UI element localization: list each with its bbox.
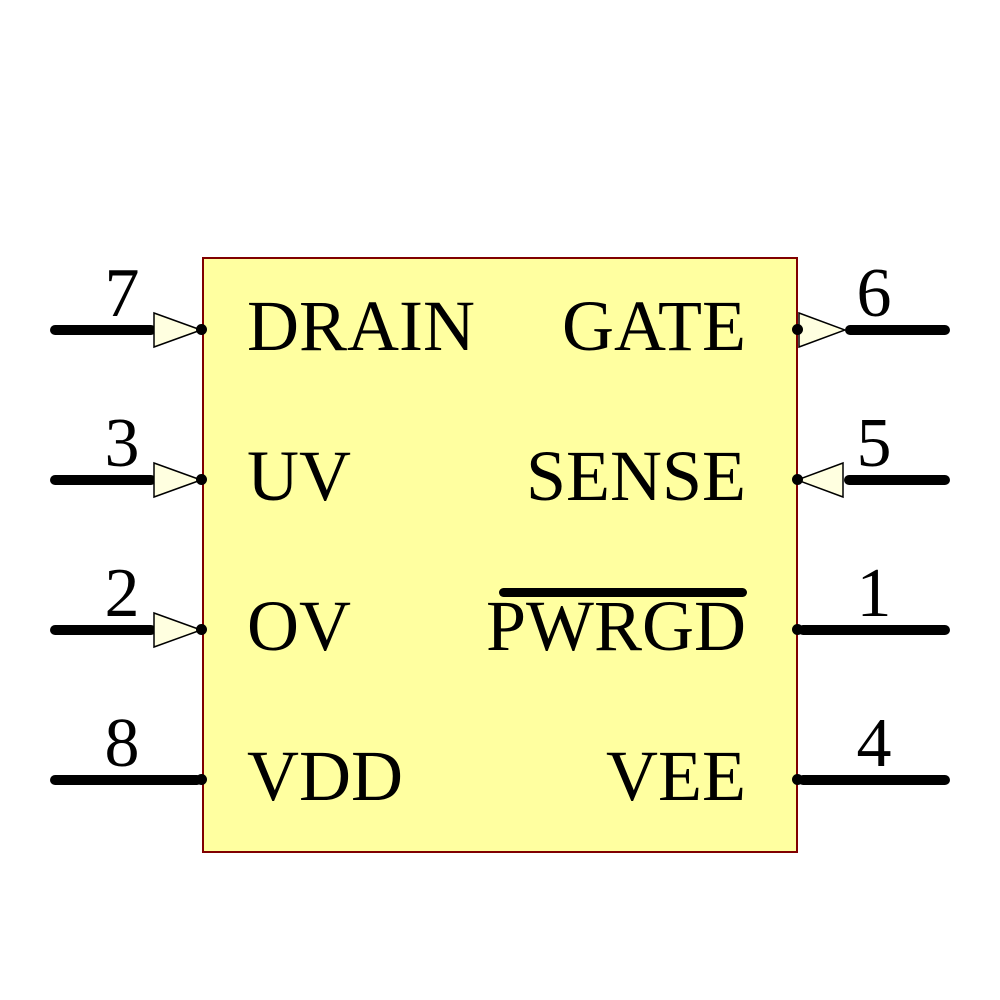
pin-endpoint-dot [196, 624, 207, 635]
pin-number: 8 [104, 705, 140, 782]
pin-label-uv: UV [247, 436, 351, 516]
pin-5-wire[interactable] [844, 475, 950, 485]
pin-number: 5 [856, 405, 892, 482]
pin-number: 3 [104, 405, 140, 482]
input-arrow-icon [153, 611, 203, 649]
pin-endpoint-dot [792, 324, 803, 335]
pin-label-ov: OV [247, 586, 351, 666]
pin-label-pwrgd: PWRGD [485, 586, 746, 666]
pin-number: 7 [104, 255, 140, 332]
pin-3-wire[interactable] [50, 475, 156, 485]
pin-4-wire[interactable] [798, 775, 950, 785]
input-arrow-icon [153, 461, 203, 499]
pin-label-sense: SENSE [525, 436, 746, 516]
pin-label-drain: DRAIN [247, 286, 475, 366]
pin-number: 1 [856, 555, 892, 632]
input-arrow-icon [795, 461, 844, 499]
pin-label-vdd: VDD [247, 736, 403, 816]
input-arrow-icon [153, 311, 203, 349]
pin-endpoint-dot [196, 774, 207, 785]
pin-number: 2 [104, 555, 140, 632]
pin-endpoint-dot [792, 774, 803, 785]
pin-label-vee: VEE [606, 736, 746, 816]
pin-endpoint-dot [792, 624, 803, 635]
pin-8-wire[interactable] [50, 775, 202, 785]
pin-7-wire[interactable] [50, 325, 156, 335]
pin-number: 6 [856, 255, 892, 332]
pin-6-wire[interactable] [845, 325, 950, 335]
pin-endpoint-dot [792, 474, 803, 485]
active-low-overbar [499, 588, 747, 597]
pin-1-wire[interactable] [798, 625, 950, 635]
component-body[interactable] [202, 257, 798, 853]
pin-endpoint-dot [196, 324, 207, 335]
pin-number: 4 [856, 705, 892, 782]
pin-endpoint-dot [196, 474, 207, 485]
pin-2-wire[interactable] [50, 625, 156, 635]
pin-label-gate: GATE [562, 286, 746, 366]
